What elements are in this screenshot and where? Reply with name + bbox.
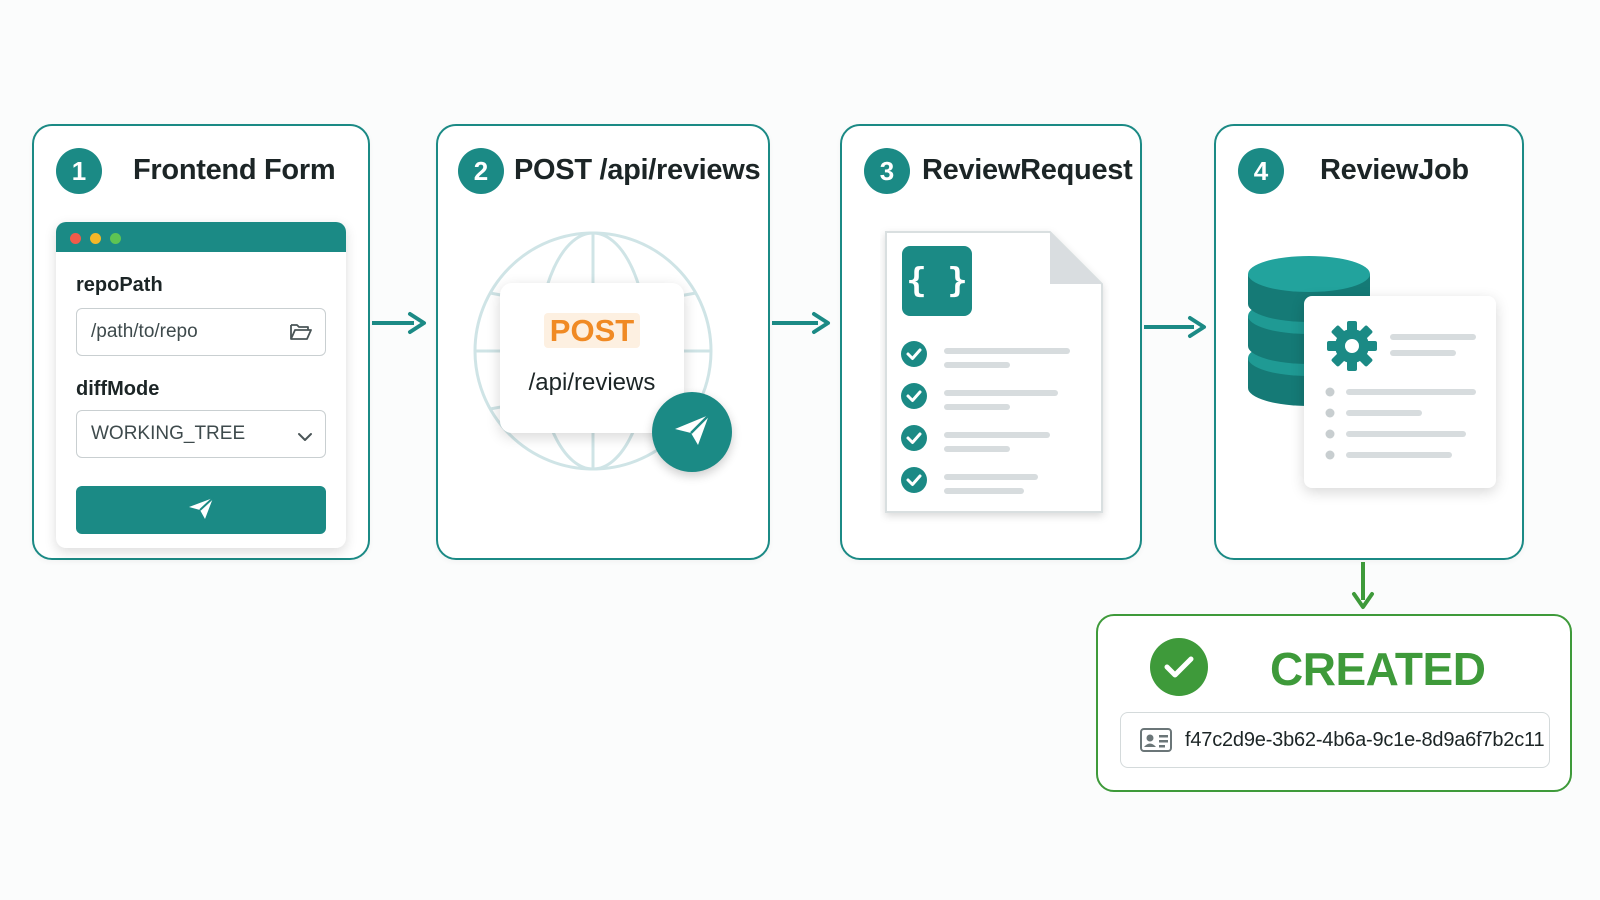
step-card-review-request: 3 ReviewRequest { } (840, 124, 1142, 560)
endpoint-path: /api/reviews (528, 369, 656, 396)
flow-arrow-4-created (1352, 562, 1374, 609)
flow-arrow-1-2 (372, 312, 426, 334)
request-card: POST /api/reviews (500, 283, 684, 433)
step-card-review-job: 4 ReviewJob (1214, 124, 1524, 560)
job-details-lines (1325, 334, 1476, 460)
created-result-card: CREATED f47c2d9e-3b62-4b6a-9c1e-8d9a6f7b… (1096, 614, 1572, 792)
gear-icon (1327, 321, 1377, 371)
http-method: POST (500, 313, 684, 349)
send-button[interactable] (652, 392, 732, 472)
diff-mode-label: diffMode (76, 378, 160, 400)
submit-button[interactable] (76, 486, 326, 534)
step-number-badge: 4 (1238, 148, 1284, 194)
checklist-item (901, 467, 1038, 494)
step-title: ReviewJob (1320, 154, 1469, 186)
job-id-value: f47c2d9e-3b62-4b6a-9c1e-8d9a6f7b2c11 (1185, 729, 1545, 751)
maximize-dot[interactable] (110, 233, 121, 244)
status-label: CREATED (1270, 643, 1486, 695)
chevron-down-icon (297, 427, 313, 449)
job-panel (1304, 296, 1496, 488)
step-title: Frontend Form (133, 154, 336, 186)
id-card-icon (1139, 727, 1173, 758)
flow-arrow-2-3 (772, 312, 830, 334)
paper-plane-icon (671, 411, 713, 454)
repo-path-input[interactable]: /path/to/repo (76, 308, 326, 356)
flow-arrow-3-4 (1144, 316, 1206, 338)
checklist-item (901, 383, 1058, 410)
folder-open-icon[interactable] (289, 321, 313, 349)
step-number-badge: 1 (56, 148, 102, 194)
job-id-field[interactable]: f47c2d9e-3b62-4b6a-9c1e-8d9a6f7b2c11 (1120, 712, 1550, 768)
diff-mode-select[interactable]: WORKING_TREE (76, 410, 326, 458)
repo-path-value: /path/to/repo (91, 321, 198, 342)
repo-path-label: repoPath (76, 274, 163, 296)
window-titlebar (56, 222, 346, 252)
step-number-badge: 2 (458, 148, 504, 194)
step-card-post-endpoint: 2 POST /api/reviews POST /api/reviews (436, 124, 770, 560)
minimize-dot[interactable] (90, 233, 101, 244)
checklist-item (901, 425, 1050, 452)
form-window: repoPath /path/to/repo diffMode WORKING_… (56, 222, 346, 548)
step-card-frontend-form: 1 Frontend Form repoPath /path/to/repo d… (32, 124, 370, 560)
json-braces-icon: { } (902, 246, 972, 316)
paper-plane-icon (186, 495, 216, 526)
step-title: ReviewRequest (922, 154, 1133, 186)
step-number-badge: 3 (864, 148, 910, 194)
diff-mode-value: WORKING_TREE (91, 423, 246, 444)
check-circle-icon (1150, 638, 1208, 696)
close-dot[interactable] (70, 233, 81, 244)
checklist-item (901, 341, 1070, 368)
step-title: POST /api/reviews (514, 154, 761, 186)
checklist (901, 341, 1070, 494)
